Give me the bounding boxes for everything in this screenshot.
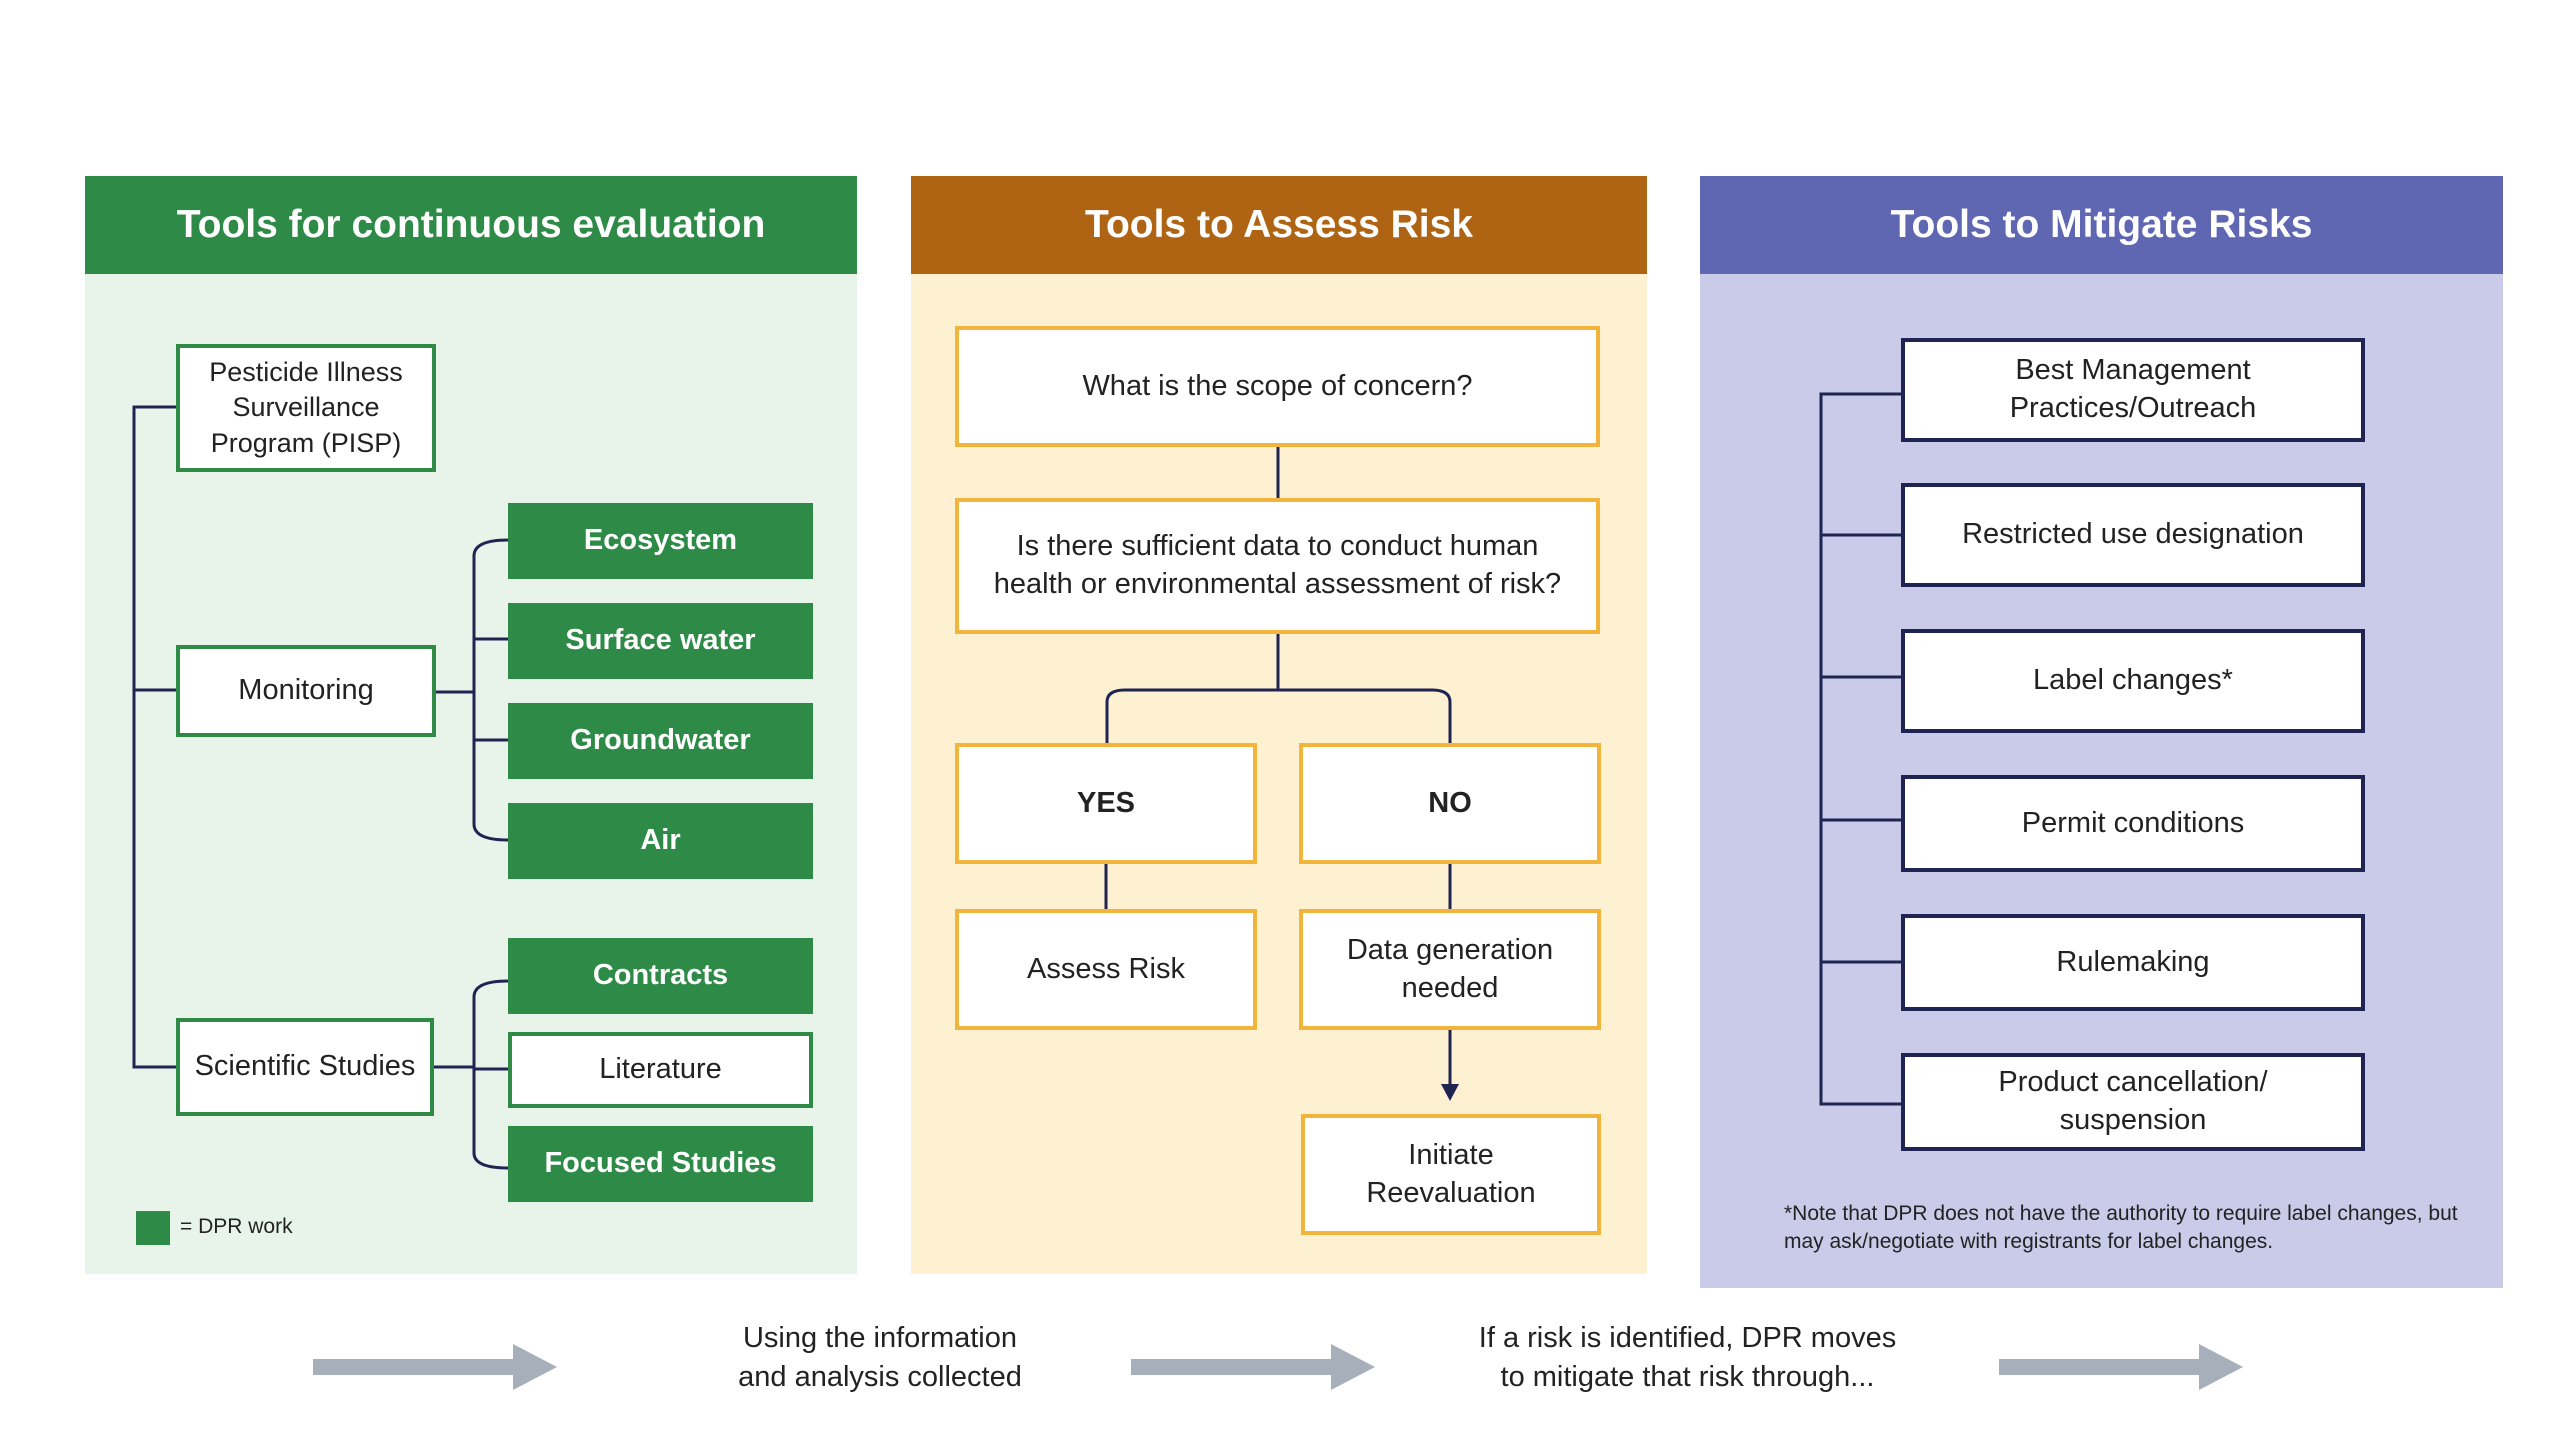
monitoring-bracket — [472, 538, 509, 842]
surface-water-box: Surface water — [508, 603, 813, 679]
footer-caption-analysis: Using the information and analysis colle… — [738, 1322, 1022, 1394]
scope-question-box: What is the scope of concern? — [955, 326, 1600, 447]
legend-swatch — [136, 1211, 170, 1245]
left-panel-title: Tools for continuous evaluation — [85, 176, 857, 274]
scientific-studies-box: Scientific Studies — [176, 1018, 434, 1116]
literature-box: Literature — [508, 1032, 813, 1108]
mitigation-item-permit-conditions: Permit conditions — [1901, 775, 2365, 872]
data-generation-box: Data generation needed — [1299, 909, 1601, 1030]
q2-branch — [1105, 688, 1452, 743]
mitigation-item-rulemaking: Rulemaking — [1901, 914, 2365, 1011]
assess-risk-box: Assess Risk — [955, 909, 1257, 1030]
right-panel-title: Tools to Mitigate Risks — [1700, 176, 2503, 274]
no-box: NO — [1299, 743, 1601, 864]
contracts-box: Contracts — [508, 938, 813, 1014]
scientific-bracket — [472, 979, 509, 1170]
air-box: Air — [508, 803, 813, 879]
yes-box: YES — [955, 743, 1257, 864]
footer-caption-mitigate: If a risk is identified, DPR moves to mi… — [1478, 1322, 1897, 1394]
pisp-box: Pesticide Illness Surveillance Program (… — [176, 344, 436, 472]
sufficient-data-question-box: Is there sufficient data to conduct huma… — [955, 498, 1600, 634]
mitigation-item-label-changes: Label changes* — [1901, 629, 2365, 733]
right-main-bracket — [1819, 392, 1901, 1106]
monitoring-box: Monitoring — [176, 645, 436, 737]
mitigation-item-product-cancellation: Product cancellation/ suspension — [1901, 1053, 2365, 1151]
ecosystem-box: Ecosystem — [508, 503, 813, 579]
mitigation-item-restricted-use: Restricted use designation — [1901, 483, 2365, 587]
footer-arrow-2 — [1131, 1344, 1375, 1390]
groundwater-box: Groundwater — [508, 703, 813, 779]
focused-studies-box: Focused Studies — [508, 1126, 813, 1202]
middle-panel-title: Tools to Assess Risk — [911, 176, 1647, 274]
footer-arrow-1 — [313, 1344, 557, 1390]
initiate-reevaluation-box: Initiate Reevaluation — [1301, 1114, 1601, 1235]
label-changes-footnote: *Note that DPR does not have the authori… — [1784, 1202, 2458, 1254]
legend-label: = DPR work — [180, 1215, 293, 1238]
footer-arrow-3 — [1999, 1344, 2243, 1390]
datagen-reeval-arrowhead — [1441, 1084, 1459, 1101]
left-main-bracket — [132, 405, 176, 1069]
mitigation-item-bmp: Best Management Practices/Outreach — [1901, 338, 2365, 442]
